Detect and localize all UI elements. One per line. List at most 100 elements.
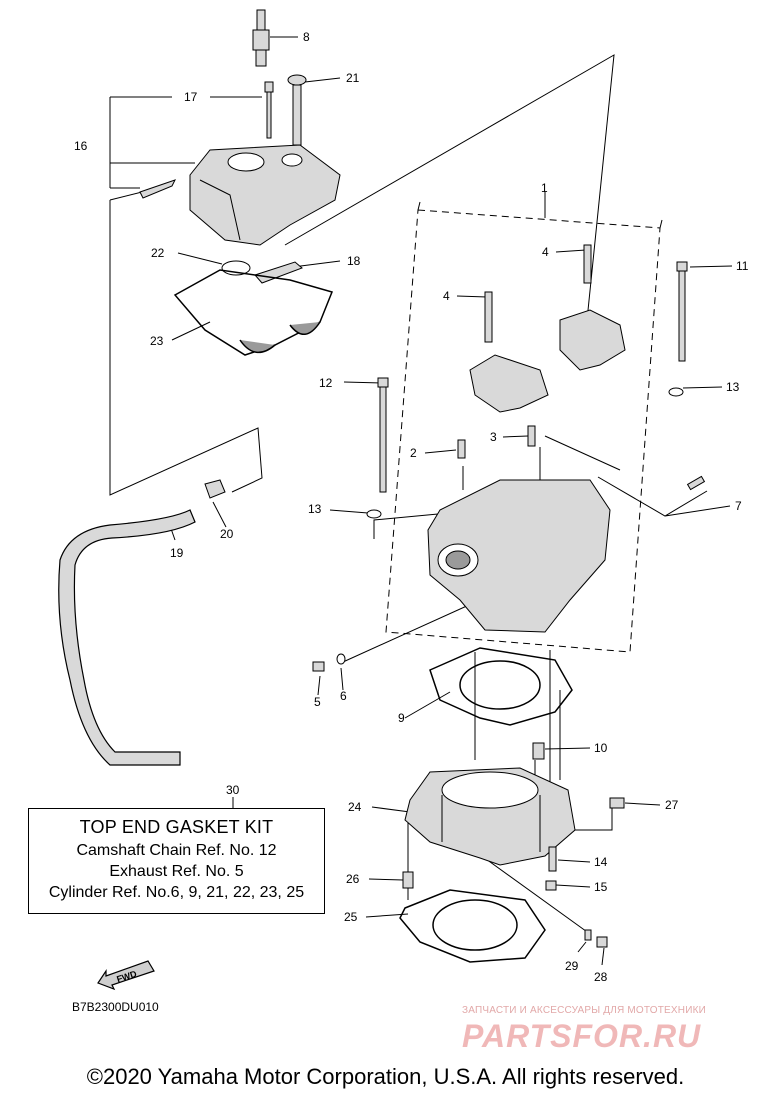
callout-24: 24 [348,800,362,814]
kit-line-camshaft: Camshaft Chain Ref. No. 12 [76,842,277,859]
callout-11: 11 [736,259,749,273]
callout-2: 2 [410,446,417,460]
callout-21: 21 [346,71,360,85]
callout-28: 28 [594,970,608,984]
leader-4b [456,295,488,298]
leader-13b [329,509,369,514]
callout-5: 5 [314,695,321,709]
kit-line-exhaust: Exhaust Ref. No. 5 [109,863,244,880]
stud-12 [377,377,389,493]
callout-4a: 4 [542,245,549,259]
camshaft-cap-front [469,354,549,413]
callout-25: 25 [344,910,358,924]
leader-13a [682,386,723,389]
diagram-code: B7B2300DU010 [72,1000,159,1014]
hose [58,509,196,766]
callout-27: 27 [665,798,679,812]
bolt-5 [312,661,325,672]
base-gasket [399,889,546,963]
leader-20 [212,501,227,528]
callout-22: 22 [151,246,165,260]
dowel-6 [336,653,346,665]
bolt-27 [609,797,625,809]
leader-6 [340,599,481,691]
camshaft-cap-rear [559,309,626,371]
dowels-2-3 [457,425,706,491]
bolt-17 [264,81,274,139]
cylinder-head-cover [139,144,341,246]
connector-line-cover [284,54,615,331]
callout-30: 30 [226,783,240,797]
callout-13b: 13 [308,502,322,516]
guide-lines-2 [373,435,621,539]
leader-27 [624,802,661,806]
callout-6: 6 [340,689,347,703]
leader-28 [601,947,605,966]
bolts-4 [484,244,592,343]
watermark-tagline: ЗАПЧАСТИ И АКСЕССУАРЫ ДЛЯ МОТОТЕХНИКИ [462,1005,707,1016]
watermark-logo: PARTSFOR.RU [462,1018,702,1054]
callout-26: 26 [346,872,360,886]
callout-1: 1 [541,181,548,195]
guide-lines-3 [560,803,613,831]
leader-12 [343,381,383,384]
callout-19: 19 [170,546,184,560]
leader-11 [689,265,733,268]
leader-15 [555,884,591,888]
callout-3: 3 [490,430,497,444]
leader-29 [467,845,591,953]
callout-20: 20 [220,527,234,541]
forward-arrow-icon: FWD [97,960,155,991]
gasket-18 [254,261,303,284]
callout-29: 29 [565,959,579,973]
callout-12: 12 [319,376,333,390]
washers-13 [366,387,684,519]
kit-line-cylinder: Cylinder Ref. No.6, 9, 21, 22, 23, 25 [48,884,305,901]
leader-9 [404,691,451,719]
callout-8: 8 [303,30,310,44]
leader-23 [171,321,211,341]
leader-4a [555,249,587,253]
bolt-21 [287,74,307,146]
callout-7: 7 [735,499,742,513]
callout-9: 9 [398,711,405,725]
nut-15 [545,880,557,891]
dowel-10 [532,742,545,760]
callout-10: 10 [594,741,608,755]
callout-17: 17 [184,90,198,104]
leader-5 [317,675,321,696]
leader-7 [597,476,731,517]
dowel-26 [402,871,414,889]
callout-14: 14 [594,855,608,869]
leader-1 [417,192,663,229]
callout-23: 23 [150,334,164,348]
leader-22 [177,252,223,265]
leader-26 [368,878,404,881]
leader-3 [502,435,529,438]
top-end-gasket-kit-box: TOP END GASKET KIT Camshaft Chain Ref. N… [28,808,325,914]
cylinder [404,767,576,866]
kit-title: TOP END GASKET KIT [79,817,274,837]
cylinder-head-boundary [385,209,661,653]
cylinder-head [427,479,611,633]
callout-4b: 4 [443,289,450,303]
head-cover-gasket [173,269,334,356]
callout-16: 16 [74,139,88,153]
callout-13a: 13 [726,380,740,394]
leader-24 [371,806,411,813]
leader-14 [557,859,591,863]
stud-11 [676,261,688,362]
callout-15: 15 [594,880,608,894]
leader-2 [424,449,457,454]
bolt-28 [596,936,608,948]
callout-18: 18 [347,254,361,268]
pin-29 [584,929,592,941]
leader-21 [304,77,341,83]
stud-14 [548,846,557,872]
leader-16 [109,96,195,189]
copyright-notice: ©2020 Yamaha Motor Corporation, U.S.A. A… [86,1064,685,1089]
clamp-20 [204,479,226,499]
head-gasket [429,647,573,726]
spark-plug [252,9,270,67]
